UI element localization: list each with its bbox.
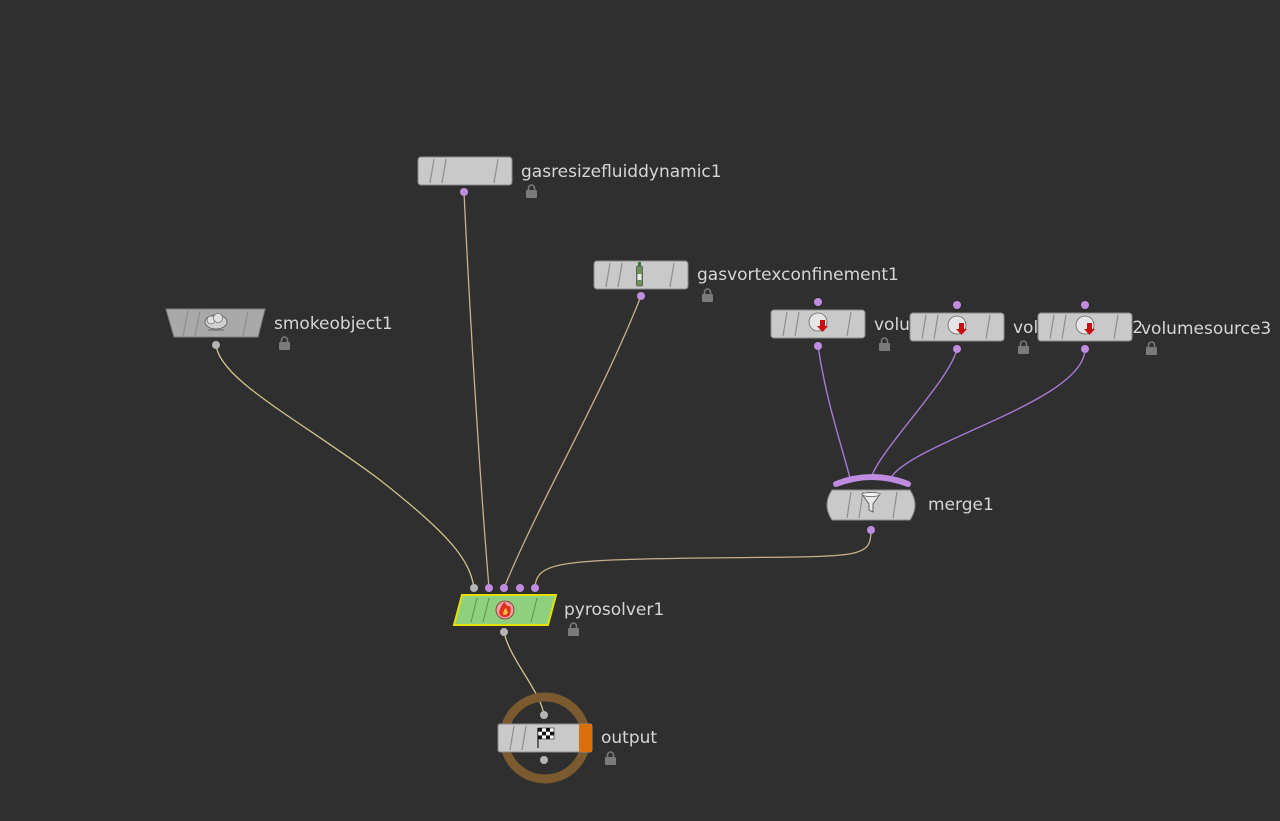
lock-icon[interactable] bbox=[879, 337, 890, 351]
lock-icon[interactable] bbox=[526, 184, 537, 198]
node-label: smokeobject1 bbox=[274, 314, 393, 334]
node-label: gasresizefluiddynamic1 bbox=[521, 162, 722, 182]
wire-gasvortex-pyrosolver1[interactable] bbox=[503, 295, 642, 589]
output-port[interactable] bbox=[460, 188, 468, 196]
input-port-4[interactable] bbox=[516, 584, 524, 592]
node-label: gasvortexconfinement1 bbox=[697, 265, 899, 285]
input-port[interactable] bbox=[540, 711, 548, 719]
wire-pyrosolver1-output[interactable] bbox=[503, 631, 545, 716]
funnel-icon bbox=[861, 492, 881, 513]
node-label: volumesource3 bbox=[1141, 319, 1271, 339]
wire-smokeobject1-pyrosolver1[interactable] bbox=[215, 344, 475, 589]
output-port[interactable] bbox=[1081, 345, 1089, 353]
node-gasresizefluiddynamic1[interactable]: gasresizefluiddynamic1 bbox=[417, 156, 722, 198]
input-port[interactable] bbox=[814, 298, 822, 306]
lock-icon[interactable] bbox=[1018, 340, 1029, 354]
node-merge1[interactable]: merge1 bbox=[826, 474, 994, 534]
output-port[interactable] bbox=[867, 526, 875, 534]
output-port[interactable] bbox=[953, 345, 961, 353]
lock-icon[interactable] bbox=[702, 288, 713, 302]
node-gasvortexconfinement1[interactable]: gasvortexconfinement1 bbox=[593, 260, 899, 302]
lock-icon[interactable] bbox=[605, 751, 616, 765]
output-port[interactable] bbox=[540, 756, 548, 764]
node-pyrosolver1[interactable]: pyrosolver1 bbox=[452, 584, 664, 636]
input-port[interactable] bbox=[1081, 301, 1089, 309]
volume-source-icon bbox=[947, 315, 967, 335]
output-port[interactable] bbox=[500, 628, 508, 636]
lock-icon[interactable] bbox=[279, 336, 290, 350]
lock-icon[interactable] bbox=[1146, 341, 1157, 355]
volume-source-icon bbox=[808, 312, 828, 332]
node-volumesource1[interactable]: volumesource1 bbox=[770, 298, 1004, 351]
node-volumesource3[interactable]: volumesource3 bbox=[1037, 301, 1271, 355]
wires bbox=[215, 191, 1086, 716]
wire-volumesource2-merge1[interactable] bbox=[871, 348, 958, 477]
volume-source-icon bbox=[1075, 315, 1095, 335]
output-port[interactable] bbox=[814, 342, 822, 350]
smoke-cloud-icon bbox=[204, 313, 228, 331]
node-smokeobject1[interactable]: smokeobject1 bbox=[165, 308, 393, 350]
input-port-2[interactable] bbox=[485, 584, 493, 592]
merge-input-bar[interactable] bbox=[833, 474, 911, 487]
lock-icon[interactable] bbox=[568, 622, 579, 636]
fire-icon bbox=[495, 600, 515, 620]
wire-volumesource1-merge1[interactable] bbox=[817, 345, 851, 479]
output-port[interactable] bbox=[212, 341, 220, 349]
wire-volumesource3-merge1[interactable] bbox=[891, 348, 1086, 477]
node-label: merge1 bbox=[928, 495, 994, 515]
input-port-1[interactable] bbox=[470, 584, 478, 592]
display-flag[interactable] bbox=[579, 724, 592, 752]
input-port-5[interactable] bbox=[531, 584, 539, 592]
node-label: output bbox=[601, 728, 657, 748]
input-port-3[interactable] bbox=[500, 584, 508, 592]
node-label: pyrosolver1 bbox=[564, 600, 664, 620]
wire-gasresize-pyrosolver1[interactable] bbox=[463, 191, 490, 589]
wire-merge1-pyrosolver1[interactable] bbox=[534, 529, 872, 589]
node-output[interactable]: output bbox=[497, 692, 657, 784]
bottle-icon bbox=[636, 262, 643, 287]
output-port[interactable] bbox=[637, 292, 645, 300]
checkered-flag-icon bbox=[537, 727, 555, 748]
input-port[interactable] bbox=[953, 301, 961, 309]
